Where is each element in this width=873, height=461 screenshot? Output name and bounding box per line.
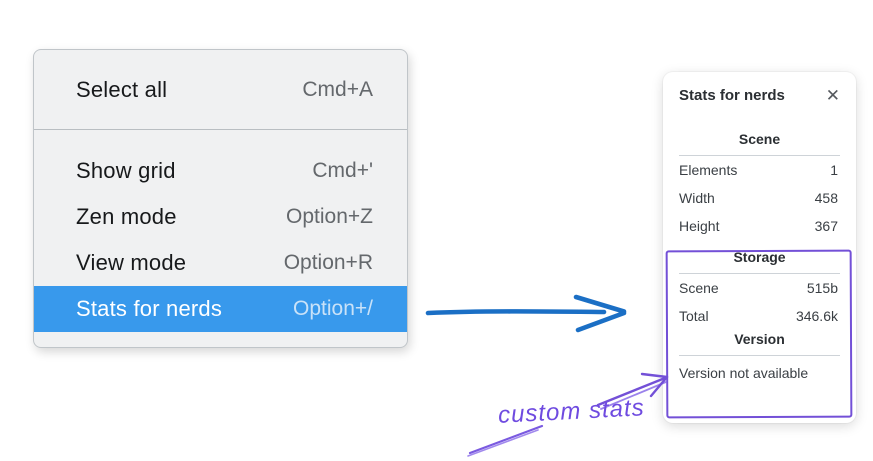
stat-row-scene-storage: Scene 515b [663,274,856,302]
stat-value: 1 [830,162,838,178]
stat-label: Height [679,218,720,234]
stat-row-width: Width 458 [663,184,856,212]
section-heading-version: Version [734,331,785,347]
arrow-right-icon [425,294,627,333]
stat-label: Width [679,190,715,206]
stats-panel-header: Stats for nerds ✕ [663,72,856,104]
menu-item-show-grid[interactable]: Show grid Cmd+' [34,148,407,194]
context-menu: Select all Cmd+A Show grid Cmd+' Zen mod… [33,49,408,348]
menu-separator [34,129,407,130]
stat-row-elements: Elements 1 [663,156,856,184]
menu-item-view-mode[interactable]: View mode Option+R [34,240,407,286]
section-divider [679,273,840,274]
stat-value: 367 [814,218,838,234]
annotation-arrow-icon [467,372,669,457]
menu-item-stats-for-nerds[interactable]: Stats for nerds Option+/ [34,286,407,332]
menu-group: Show grid Cmd+' Zen mode Option+Z View m… [34,130,407,347]
section-heading-storage: Storage [733,249,786,265]
menu-item-shortcut: Option+R [283,251,373,274]
stat-row-height: Height 367 [663,212,856,240]
menu-item-select-all[interactable]: Select all Cmd+A [34,67,407,113]
menu-item-shortcut: Option+Z [286,205,373,228]
menu-group: Select all Cmd+A [34,50,407,129]
stat-label: Elements [679,162,738,178]
menu-item-label: Zen mode [76,204,177,229]
menu-item-shortcut: Cmd+' [312,159,373,182]
section-divider [679,155,840,156]
menu-item-label: View mode [76,250,187,275]
menu-item-label: Show grid [76,158,176,183]
stat-label: Total [679,308,709,324]
close-icon[interactable]: ✕ [825,86,840,105]
section-heading-scene: Scene [738,131,781,147]
menu-item-shortcut: Option+/ [293,297,373,320]
stat-value: 458 [814,190,838,206]
stats-panel-title: Stats for nerds [679,87,785,104]
stat-value: 515b [806,280,838,296]
menu-item-label: Stats for nerds [76,296,223,321]
section-divider [679,355,840,356]
menu-item-shortcut: Cmd+A [302,78,373,101]
stat-label: Scene [679,280,719,296]
stat-value: 346.6k [795,308,838,324]
stats-panel: Stats for nerds ✕ Scene Elements 1 Width… [663,72,856,423]
menu-item-label: Select all [76,77,168,102]
menu-item-zen-mode[interactable]: Zen mode Option+Z [34,194,407,240]
stat-row-total-storage: Total 346.6k [663,302,856,330]
version-note: Version not available [679,365,809,381]
